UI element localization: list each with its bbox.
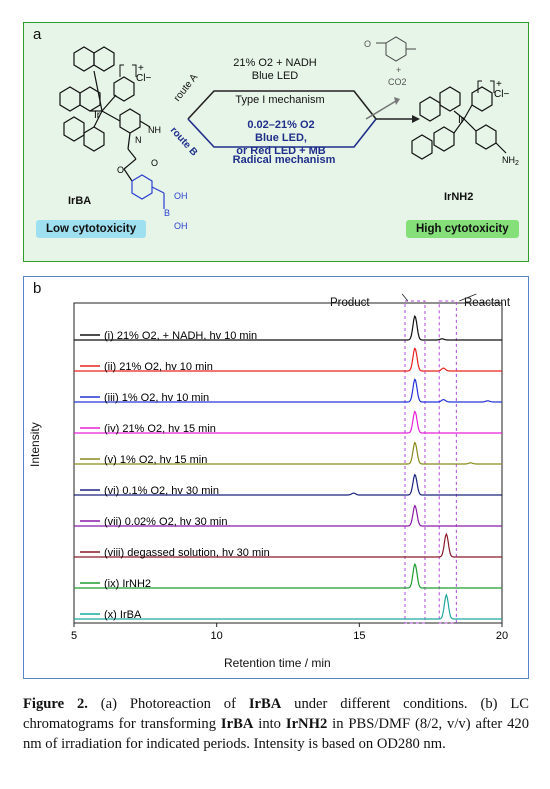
caption-text-1: (a) Photoreaction of	[87, 696, 249, 712]
route-a-line2: Blue LED	[251, 70, 299, 82]
caption-text-4: in PBS/DMF (8/2, v/v) after 420 nm of ir…	[23, 716, 530, 752]
quinone-methide-structure	[376, 36, 416, 62]
trace-label: (viii) degassed solution, hv 30 min	[104, 547, 270, 559]
counterion-reactant: Cl−	[136, 73, 151, 84]
caption-bold-3: IrNH2	[285, 716, 328, 732]
panel-b: b Product Reactant Intensity Retention t…	[23, 276, 529, 679]
x-tick-label: 20	[496, 630, 508, 642]
high-tox-badge: High cytotoxicity	[406, 220, 519, 238]
reactant-name: IrBA	[68, 195, 92, 207]
oh-upper: OH	[174, 191, 188, 201]
x-axis-label: Retention time / min	[224, 656, 331, 670]
bracket-reactant	[119, 64, 137, 77]
irba-structure	[59, 46, 165, 209]
route-a-conditions: 21% O2 + NADH Blue LED	[210, 57, 340, 83]
n-atom: N	[135, 135, 142, 145]
route-b-line3: or Red LED + MB	[236, 145, 326, 157]
x-tick-label: 10	[211, 630, 223, 642]
reactant-window	[438, 300, 457, 624]
caption-bold-2: IrBA	[220, 716, 254, 732]
caption-bold-1: IrBA	[248, 696, 282, 712]
route-b-line2: Blue LED,	[255, 132, 307, 144]
ir-atom-reactant: Ir	[94, 110, 101, 121]
ir-atom-product: Ir	[458, 115, 465, 126]
nh-group: NH	[148, 125, 161, 135]
route-diagram	[187, 90, 412, 148]
caption-text-3: into	[253, 716, 286, 732]
plot-frame	[73, 302, 503, 624]
trace-line	[74, 473, 502, 496]
plus-sign: +	[396, 65, 401, 75]
trace-line	[74, 441, 502, 465]
trace-label: (iii) 1% O2, hv 10 min	[104, 392, 209, 404]
trace-line	[74, 347, 502, 372]
charge-product: +	[496, 79, 502, 90]
route-a-line1: 21% O2 + NADH	[233, 57, 317, 69]
nh2-group: NH2	[502, 155, 519, 167]
trace-label: (ix) IrNH2	[104, 578, 151, 590]
panel-a: a Ir N NH O O	[23, 22, 529, 262]
route-b-mechanism: Radical mechanism	[232, 154, 336, 166]
route-a-mechanism: Type I mechanism	[235, 94, 325, 106]
scheme-svg: Ir N NH O O B OH OH + Cl− O + CO2	[59, 36, 519, 231]
counterion-product: Cl−	[494, 89, 509, 100]
reactant-arrow	[459, 293, 477, 302]
trace-line	[74, 378, 502, 403]
figure-caption: Figure 2. (a) Photoreaction of IrBA unde…	[23, 694, 529, 754]
trace-label: (v) 1% O2, hv 15 min	[104, 454, 207, 466]
product-name: IrNH2	[444, 191, 474, 203]
byproduct-arrowhead	[394, 97, 400, 105]
caption-text-2: under different conditions. (b) LC chrom…	[23, 696, 529, 732]
low-tox-badge: Low cytotoxicity	[36, 220, 147, 238]
trace-label: (iv) 21% O2, hv 15 min	[104, 423, 216, 435]
chromatogram-chart: 5 10 15 20 (i) 21% O2, + NADH, hv 10 min (ii)…	[71, 293, 508, 642]
co2-label: CO2	[388, 77, 407, 87]
reaction-arrowhead	[412, 115, 420, 123]
quinone-o: O	[364, 39, 371, 49]
trace-label: (vii) 0.02% O2, hv 30 min	[104, 516, 228, 528]
trace-line	[74, 563, 502, 589]
charge-reactant: +	[138, 63, 144, 74]
bracket-product	[477, 80, 495, 93]
trace-line	[74, 532, 502, 558]
trace-line	[74, 504, 502, 527]
o-carbonyl: O	[151, 158, 158, 168]
trace-label: (vi) 0.1% O2, hv 30 min	[104, 485, 219, 497]
oh-lower: OH	[174, 221, 188, 231]
x-tick-label: 5	[71, 630, 77, 642]
trace-line	[74, 315, 502, 341]
product-arrow	[401, 293, 409, 302]
route-b-line1: 0.02–21% O2	[247, 119, 315, 131]
product-window	[404, 300, 426, 624]
b-atom: B	[164, 208, 170, 218]
o-atom: O	[117, 165, 124, 175]
trace-line	[74, 593, 502, 620]
trace-label: (x) IrBA	[104, 609, 142, 621]
panel-a-label: a	[33, 26, 42, 43]
irnh2-structure	[411, 86, 507, 160]
trace-label: (ii) 21% O2, hv 10 min	[104, 361, 213, 373]
route-b-conditions: 0.02–21% O2 Blue LED, or Red LED + MB	[214, 119, 348, 158]
trace-label: (i) 21% O2, + NADH, hv 10 min	[104, 330, 257, 342]
x-tick-label: 15	[353, 630, 365, 642]
trace-line	[74, 410, 502, 434]
panel-b-label: b	[33, 280, 42, 297]
caption-fig-label: Figure 2.	[23, 696, 88, 712]
